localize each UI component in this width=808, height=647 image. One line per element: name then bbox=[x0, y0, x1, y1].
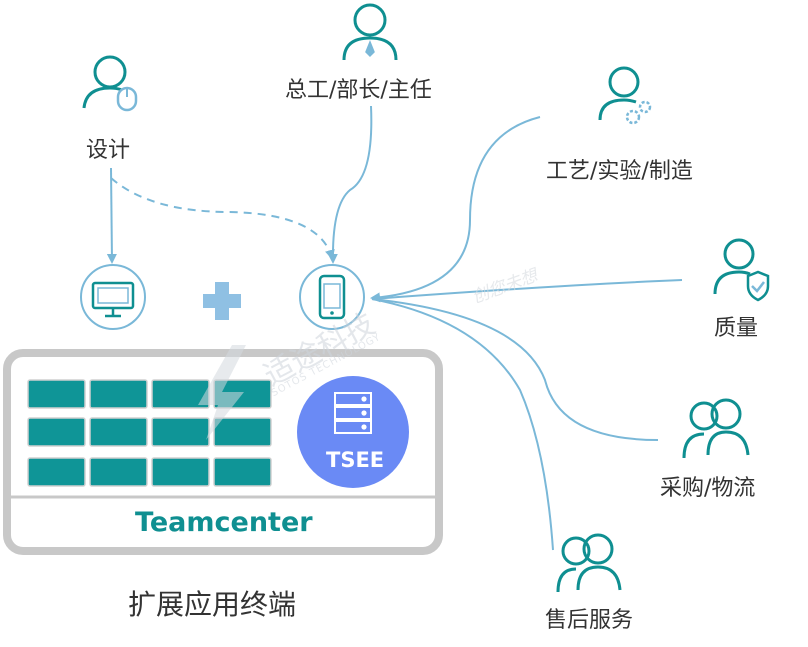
module-grid bbox=[27, 379, 272, 487]
module-tile bbox=[89, 457, 148, 487]
design-label: 设计 bbox=[86, 138, 131, 163]
module-tile bbox=[27, 417, 86, 447]
tsee-label: TSEE bbox=[326, 448, 385, 472]
teamcenter-label: Teamcenter bbox=[135, 507, 313, 538]
design-person-icon bbox=[82, 55, 138, 112]
chief-to-phone-line bbox=[327, 105, 373, 264]
design-to-phone-line bbox=[110, 177, 335, 260]
watermark-logo bbox=[198, 345, 246, 440]
purchase-label: 采购/物流 bbox=[660, 476, 756, 501]
connection-lines bbox=[106, 105, 683, 551]
terminal-caption: 扩展应用终端 bbox=[128, 588, 297, 621]
server-icon bbox=[334, 392, 372, 434]
service-persons-icon bbox=[556, 533, 622, 593]
purchase-persons-icon bbox=[682, 398, 750, 459]
module-tile bbox=[151, 417, 210, 447]
module-tile bbox=[89, 379, 148, 409]
module-tile bbox=[27, 457, 86, 487]
teamcenter-panel bbox=[3, 349, 443, 555]
module-tile bbox=[151, 457, 210, 487]
purchase-to-phone-line bbox=[371, 298, 659, 441]
quality-to-phone-line bbox=[371, 279, 683, 300]
process-label: 工艺/实验/制造 bbox=[546, 159, 693, 184]
desktop-pc-icon bbox=[80, 264, 146, 330]
quality-person-icon bbox=[713, 238, 770, 302]
design-to-pc-line bbox=[106, 167, 117, 264]
module-tile bbox=[27, 379, 86, 409]
plus-icon bbox=[203, 282, 241, 320]
module-tile bbox=[213, 417, 272, 447]
module-tile bbox=[213, 457, 272, 487]
service-label: 售后服务 bbox=[545, 608, 634, 633]
chief-person-icon bbox=[342, 3, 398, 61]
chief-label: 总工/部长/主任 bbox=[285, 78, 432, 103]
process-person-icon bbox=[598, 66, 652, 125]
module-tile bbox=[89, 417, 148, 447]
process-to-phone-line bbox=[370, 116, 541, 303]
quality-label: 质量 bbox=[714, 316, 759, 341]
mobile-phone-icon bbox=[299, 264, 365, 330]
service-to-phone-line bbox=[371, 298, 554, 551]
